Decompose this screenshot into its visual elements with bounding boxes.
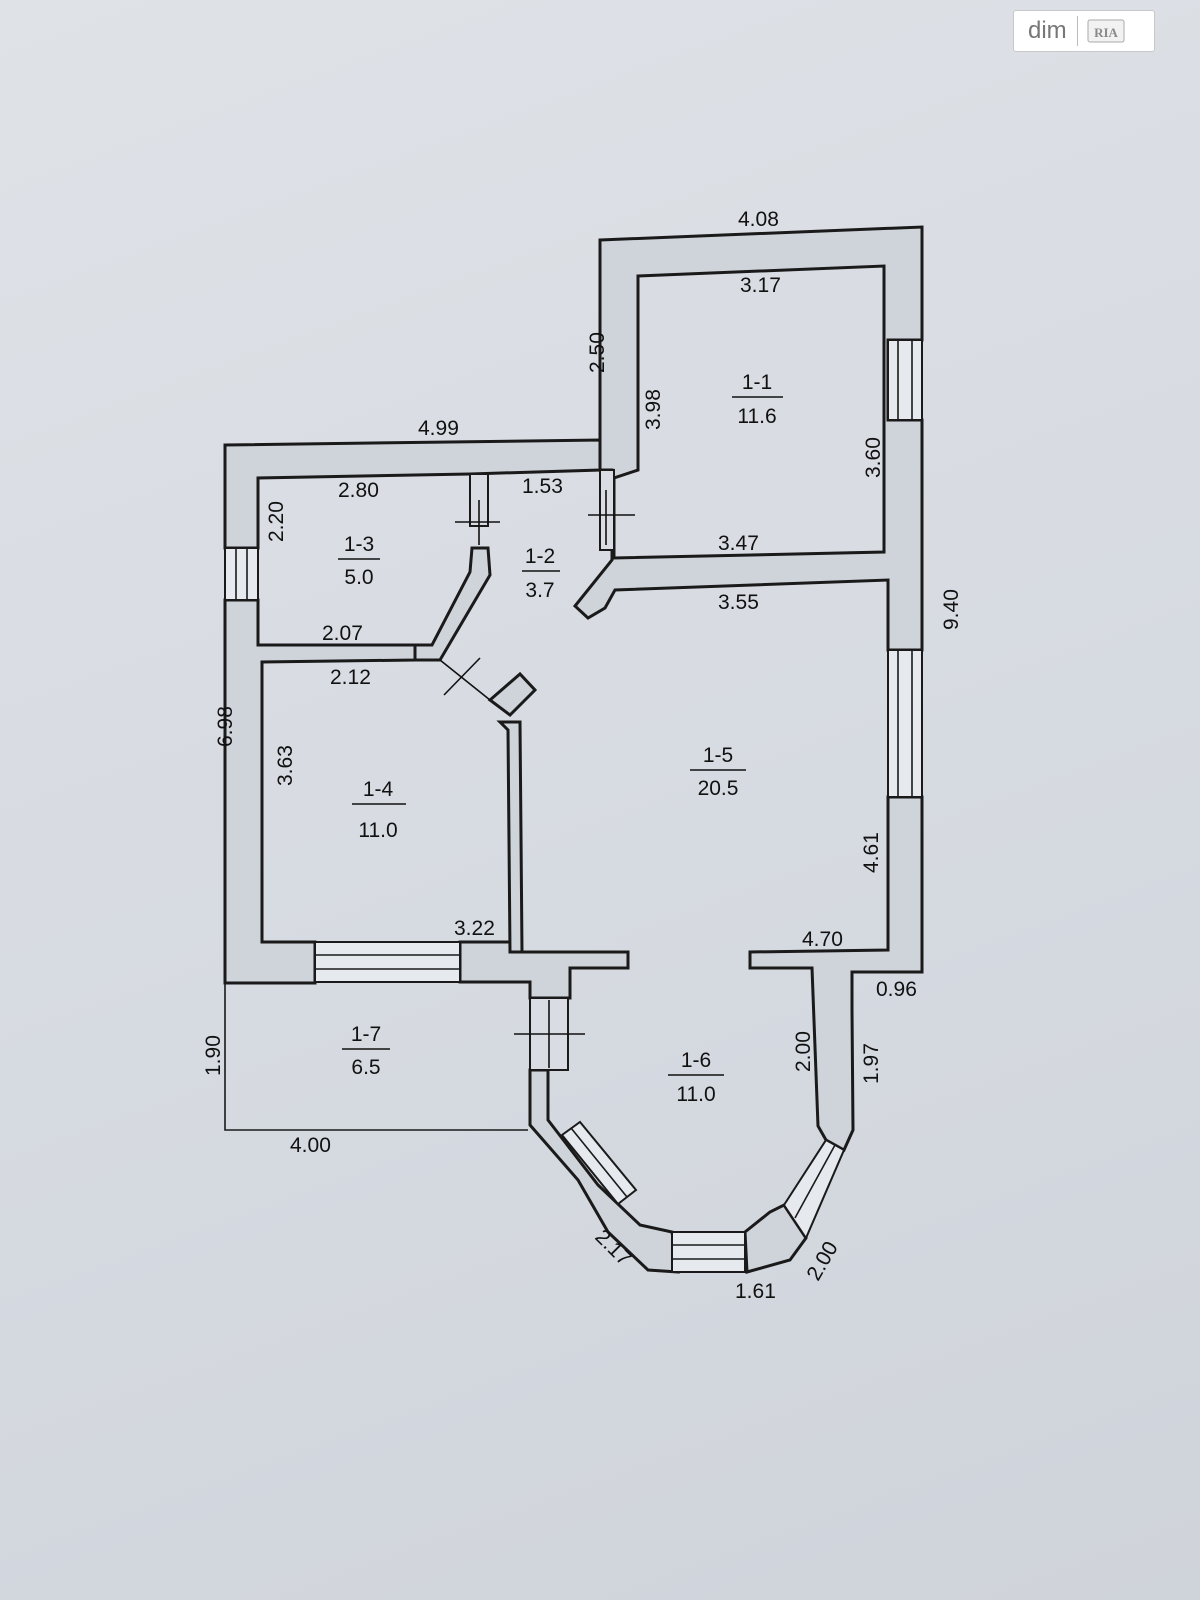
window-bay-left (560, 1120, 638, 1206)
wall-left (223, 598, 417, 985)
room-id: 1-5 (703, 744, 733, 767)
dim-r15-right: 4.61 (860, 832, 883, 873)
room-area: 11.0 (358, 819, 397, 842)
room-id: 1-2 (525, 545, 555, 568)
dim-r16-left: 2.00 (792, 1031, 815, 1072)
dim-r12-top: 1.53 (522, 475, 563, 498)
room-id: 1-3 (344, 533, 374, 556)
dim-bay-right: 2.00 (802, 1238, 842, 1285)
dim-r17-bottom: 4.00 (290, 1134, 331, 1157)
room-1-2-label: 1-2 3.7 (522, 545, 560, 602)
dim-upper-left-outer: 4.99 (418, 417, 459, 440)
dim-top-outer: 4.08 (738, 208, 779, 231)
dim-r14-bottom: 3.22 (454, 917, 495, 940)
dim-bay-bottom: 1.61 (735, 1280, 776, 1303)
dimension-labels: 4.08 3.17 3.98 3.60 3.47 2.50 4.99 2.80 … (202, 208, 963, 1303)
dim-r15-top: 3.55 (718, 591, 759, 614)
room-id: 1-4 (363, 778, 394, 801)
ria-logo-text: RIA (1094, 25, 1118, 40)
dim-r13-bottom: 2.07 (322, 622, 363, 645)
window-1-3-left (224, 547, 259, 601)
ria-logo-icon: RIA (1087, 19, 1125, 43)
watermark-divider (1076, 16, 1078, 46)
dim-r11-bottom: 3.47 (718, 532, 759, 555)
room-1-6-label: 1-6 11.0 (668, 1049, 724, 1106)
dim-notch: 0.96 (876, 978, 917, 1001)
dim-r16-right-outer: 1.97 (860, 1043, 883, 1084)
doors (439, 469, 635, 1071)
watermark-badge: dim RIA (1013, 10, 1155, 52)
window-1-4-bottom (314, 941, 461, 983)
wall-13-14 (413, 546, 492, 662)
door-1-2-1-1 (588, 469, 635, 551)
wall-right-lower (748, 795, 924, 1153)
room-1-3-label: 1-3 5.0 (338, 533, 380, 589)
room-1-1-floor (612, 264, 886, 560)
dim-r17-left: 1.90 (202, 1035, 225, 1076)
dim-r14-top: 2.12 (330, 666, 371, 689)
door-1-2-1-4 (439, 657, 491, 701)
room-1-7-label: 1-7 6.5 (342, 1023, 390, 1079)
windows (224, 339, 923, 1273)
wall-bottom-mid (458, 940, 630, 1000)
dim-r11-top: 3.17 (740, 274, 781, 297)
wall-14-stub (487, 671, 538, 717)
room-area: 6.5 (351, 1056, 380, 1079)
room-1-1-label: 1-1 11.6 (732, 371, 783, 428)
dim-left-outer: 6.98 (214, 706, 237, 747)
dim-right-outer: 9.40 (940, 589, 963, 630)
wall-partition-14-15 (496, 720, 524, 954)
dim-step-height: 2.50 (586, 332, 609, 373)
dim-r11-left: 3.98 (642, 389, 665, 430)
room-1-7-outline (224, 983, 528, 1131)
room-area: 11.6 (737, 405, 776, 428)
room-area: 20.5 (698, 777, 739, 800)
room-1-5-label: 1-5 20.5 (690, 744, 746, 800)
door-1-2-1-3 (455, 473, 500, 545)
window-bay-bottom (671, 1231, 746, 1273)
room-area: 5.0 (344, 566, 373, 589)
room-id: 1-7 (351, 1023, 381, 1046)
room-area: 11.0 (676, 1083, 715, 1106)
room-labels: 1-1 11.6 1-2 3.7 1-3 5.0 1-4 11.0 1-5 20… (338, 371, 783, 1106)
window-1-1-right (887, 339, 923, 421)
room-id: 1-6 (681, 1049, 711, 1072)
room-1-4-label: 1-4 11.0 (352, 778, 406, 842)
room-id: 1-1 (742, 371, 772, 394)
window-bay-right (782, 1138, 846, 1241)
room-area: 3.7 (525, 579, 554, 602)
door-1-5-1-6 (514, 997, 585, 1071)
dim-r15-bottom-right: 4.70 (802, 928, 843, 951)
dim-r11-right: 3.60 (862, 437, 885, 478)
watermark-text: dim (1028, 17, 1067, 44)
dim-r13-top: 2.80 (338, 479, 379, 502)
window-1-5-right (887, 649, 923, 798)
dim-r13-left: 2.20 (265, 501, 288, 542)
walls (572, 225, 924, 652)
dim-r14-left: 3.63 (274, 745, 297, 786)
